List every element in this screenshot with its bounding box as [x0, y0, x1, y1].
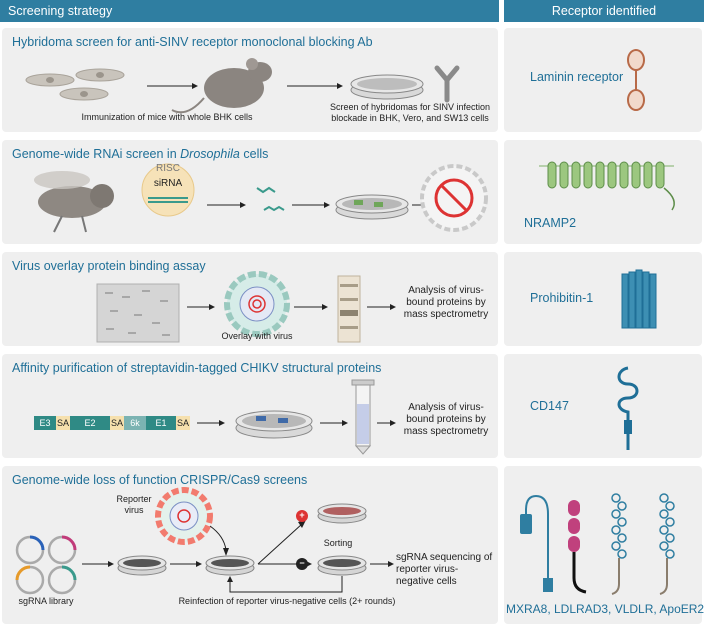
overlay-illustration: [96, 271, 396, 343]
receptor-panel-4: CD147: [504, 354, 702, 458]
risc-label: RISC: [156, 163, 180, 174]
receptor-panel-5: MXRA8, LDLRAD3, VLDLR, ApoER2: [504, 466, 704, 624]
hybridoma-screen-caption: Screen of hybridomas for SINV infection …: [329, 102, 491, 123]
receptor-label: NRAMP2: [524, 216, 577, 230]
crispr-receptors-icon: [520, 493, 675, 595]
receptor-label: Laminin receptor: [530, 70, 624, 84]
panel-title: Virus overlay protein binding assay: [12, 259, 206, 273]
panel-title: Affinity purification of streptavidin-ta…: [12, 361, 382, 375]
panel-title: Genome-wide RNAi screen in Drosophila ce…: [12, 147, 269, 161]
header-screening-strategy: Screening strategy: [0, 0, 499, 22]
receptor-label: Prohibitin-1: [530, 291, 594, 305]
immunization-caption: Immunization of mice with whole BHK cell…: [81, 112, 253, 122]
affinity-illustration: [34, 379, 396, 455]
segment-sa: SA: [110, 418, 123, 428]
rnai-illustration: [34, 163, 488, 233]
hybridoma-illustration: [25, 58, 460, 114]
reporter-virus-label: Reporter virus: [116, 494, 152, 515]
receptor-panel-2: NRAMP2: [504, 140, 702, 244]
nramp2-icon: [539, 161, 675, 211]
prohibitin-icon: [621, 269, 657, 329]
receptor-panel-1: Laminin receptor: [504, 28, 702, 132]
crispr-illustration: [15, 487, 394, 595]
sirna-label: siRNA: [153, 178, 183, 189]
receptor-label: CD147: [530, 399, 569, 413]
minus-sign: −: [299, 558, 305, 568]
plus-sign: +: [299, 510, 305, 520]
sequencing-caption: sgRNA sequencing of reporter virus-negat…: [396, 552, 493, 587]
segment-e3: E3: [39, 418, 51, 428]
cd147-icon: [617, 366, 639, 450]
analysis-caption: Analysis of virus-bound proteins by mass…: [403, 285, 489, 320]
panel-overlay: Virus overlay protein binding assay: [2, 252, 498, 346]
sgrna-library-label: sgRNA library: [18, 596, 74, 606]
analysis-caption: Analysis of virus-bound proteins by mass…: [403, 402, 489, 437]
panel-title: Hybridoma screen for anti-SINV receptor …: [12, 35, 373, 49]
receptor-label: MXRA8, LDLRAD3, VLDLR, ApoER2: [506, 602, 704, 616]
segment-sa: SA: [56, 418, 69, 428]
segment-e2: E2: [84, 418, 96, 428]
segment-e1: E1: [155, 418, 167, 428]
panel-affinity: Affinity purification of streptavidin-ta…: [2, 354, 498, 458]
panel-crispr: Genome-wide loss of function CRISPR/Cas9…: [2, 466, 498, 624]
segment-6k: 6k: [130, 418, 140, 428]
header-receptor-identified: Receptor identified: [504, 0, 704, 22]
segment-sa: SA: [176, 418, 189, 428]
laminin-receptor-icon: [627, 49, 645, 111]
sorting-label: Sorting: [323, 538, 353, 548]
panel-rnai: Genome-wide RNAi screen in Drosophila ce…: [2, 140, 498, 244]
panel-hybridoma: Hybridoma screen for anti-SINV receptor …: [2, 28, 498, 132]
overlay-caption: Overlay with virus: [221, 331, 293, 341]
reinfection-caption: Reinfection of reporter virus-negative c…: [178, 596, 396, 606]
panel-title: Genome-wide loss of function CRISPR/Cas9…: [12, 473, 308, 487]
receptor-panel-3: Prohibitin-1: [504, 252, 702, 346]
